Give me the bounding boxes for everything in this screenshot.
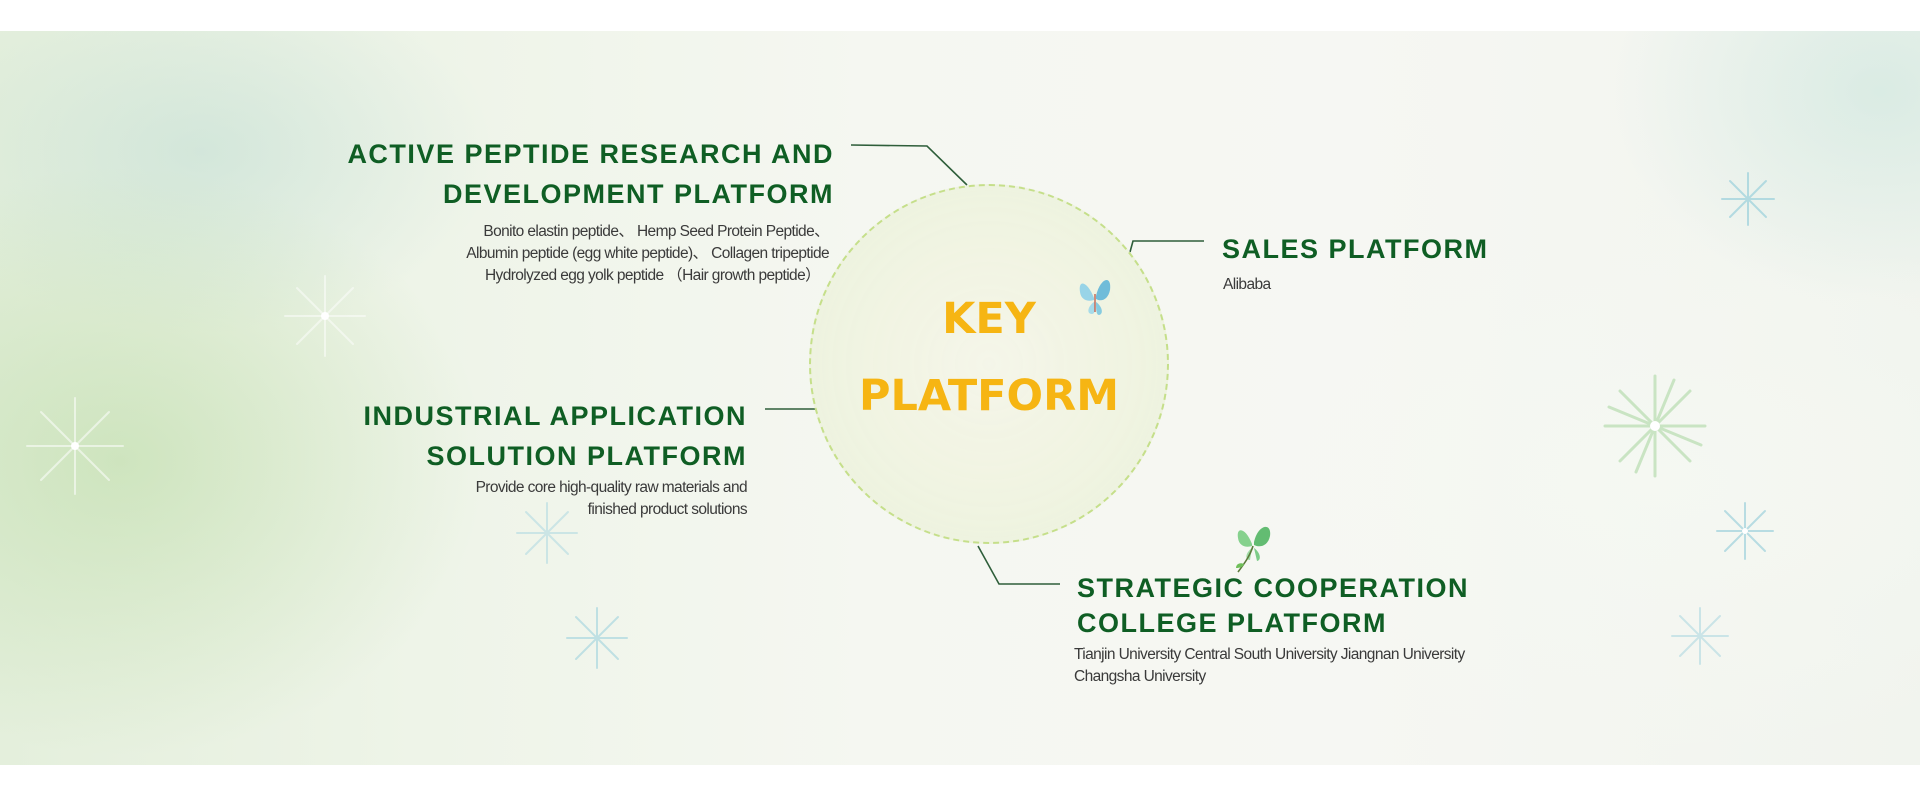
- industrial-title-line2: SOLUTION PLATFORM: [426, 441, 747, 471]
- active-peptide-title-line2: DEVELOPMENT PLATFORM: [443, 179, 834, 209]
- key-platform-circle: [809, 184, 1169, 544]
- industrial-title-line1: INDUSTRIAL APPLICATION: [363, 401, 747, 431]
- industrial-desc-line1: Provide core high-quality raw materials …: [475, 479, 748, 496]
- strategic-desc-line2: Changsha University: [1074, 668, 1206, 685]
- key-platform-title-line2: PLATFORM: [858, 371, 1119, 421]
- industrial-desc-line2: finished product solutions: [587, 501, 748, 518]
- sales-desc: Alibaba: [1223, 276, 1271, 293]
- dandelion-flower-icon: [1721, 172, 1775, 226]
- active-peptide-desc-line3: Hydrolyzed egg yolk peptide （Hair growth…: [484, 267, 821, 284]
- active-peptide-desc-line1: Bonito elastin peptide、 Hemp Seed Protei…: [483, 223, 829, 240]
- strategic-title-line1: STRATEGIC COOPERATION: [1077, 573, 1470, 603]
- dandelion-flower-icon: [1603, 374, 1707, 478]
- dandelion-flower-icon: [284, 275, 366, 357]
- dandelion-flower-icon: [566, 607, 628, 669]
- dandelion-flower-icon: [1671, 607, 1729, 665]
- dandelion-flower-icon: [1716, 502, 1774, 560]
- active-peptide-title-line1: ACTIVE PEPTIDE RESEARCH AND: [347, 139, 834, 169]
- butterfly-green-icon: [1236, 526, 1271, 573]
- butterfly-blue-icon: [1079, 279, 1111, 315]
- active-peptide-desc-line2: Albumin peptide (egg white peptide)、 Col…: [466, 245, 829, 262]
- dandelion-flower-icon: [26, 397, 124, 495]
- key-platform-title-line1: KEY: [942, 294, 1036, 344]
- strategic-desc-line1: Tianjin University Central South Univers…: [1074, 646, 1465, 663]
- sales-title: SALES PLATFORM: [1222, 234, 1489, 264]
- dandelion-flower-icon: [516, 502, 578, 564]
- strategic-title-line2: COLLEGE PLATFORM: [1077, 608, 1387, 638]
